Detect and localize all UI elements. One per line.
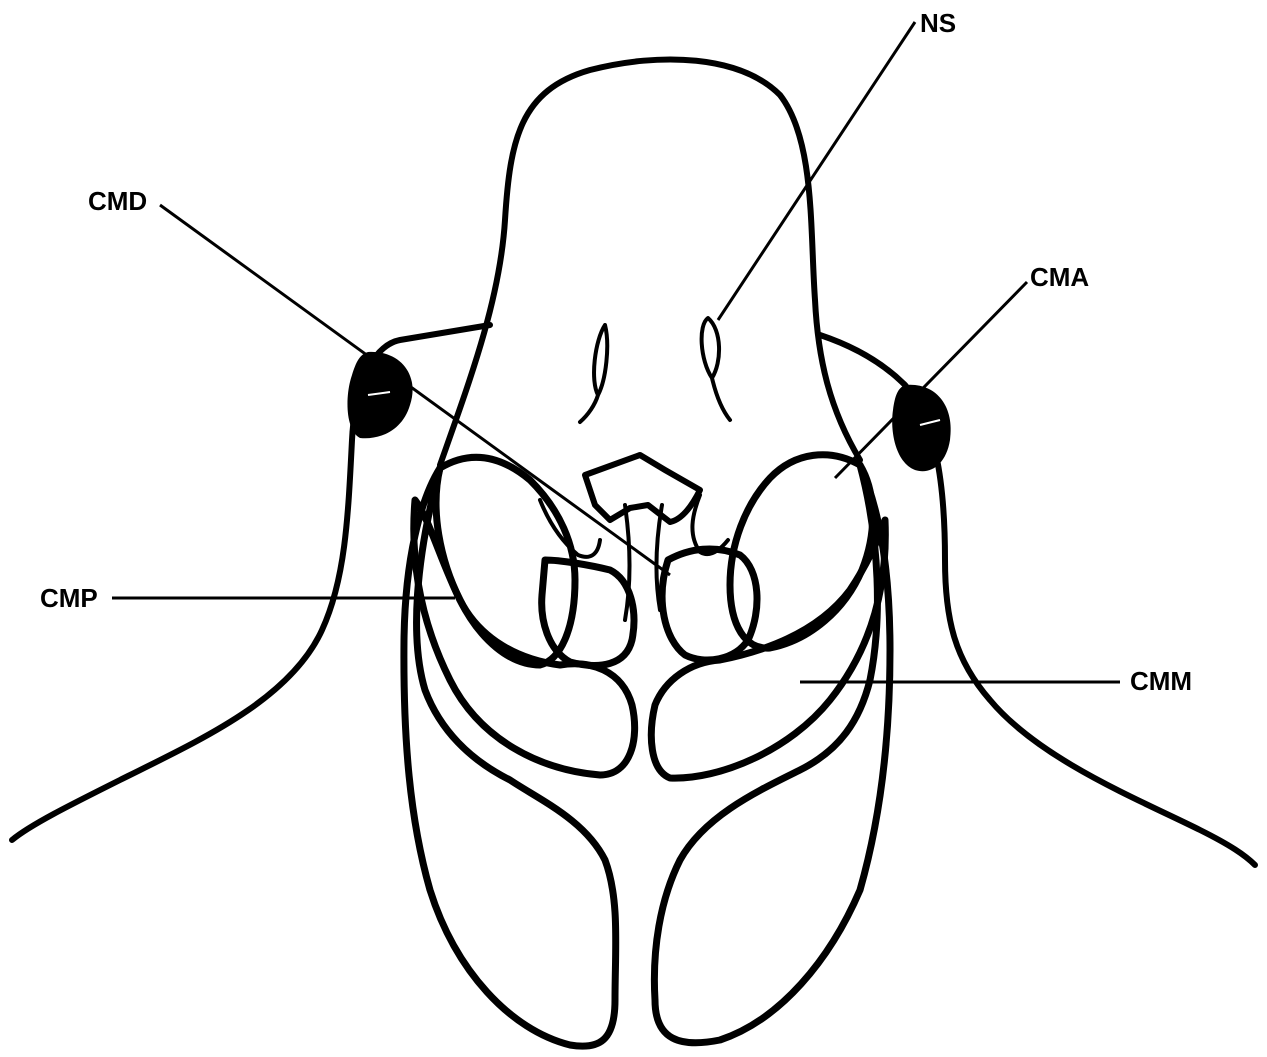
label-cma: CMA bbox=[1030, 262, 1089, 292]
inner-left-muscle bbox=[542, 560, 634, 666]
leader-lines bbox=[112, 22, 1120, 682]
snout-tip bbox=[585, 455, 700, 522]
label-cmd: CMD bbox=[88, 186, 147, 216]
upper-right-muscle bbox=[730, 455, 873, 648]
inner-right-muscle bbox=[662, 549, 757, 660]
right-eye bbox=[892, 385, 951, 472]
label-cmm: CMM bbox=[1130, 666, 1192, 696]
label-ns: NS bbox=[920, 8, 956, 38]
label-cmp: CMP bbox=[40, 583, 98, 613]
nostrils bbox=[580, 318, 730, 422]
